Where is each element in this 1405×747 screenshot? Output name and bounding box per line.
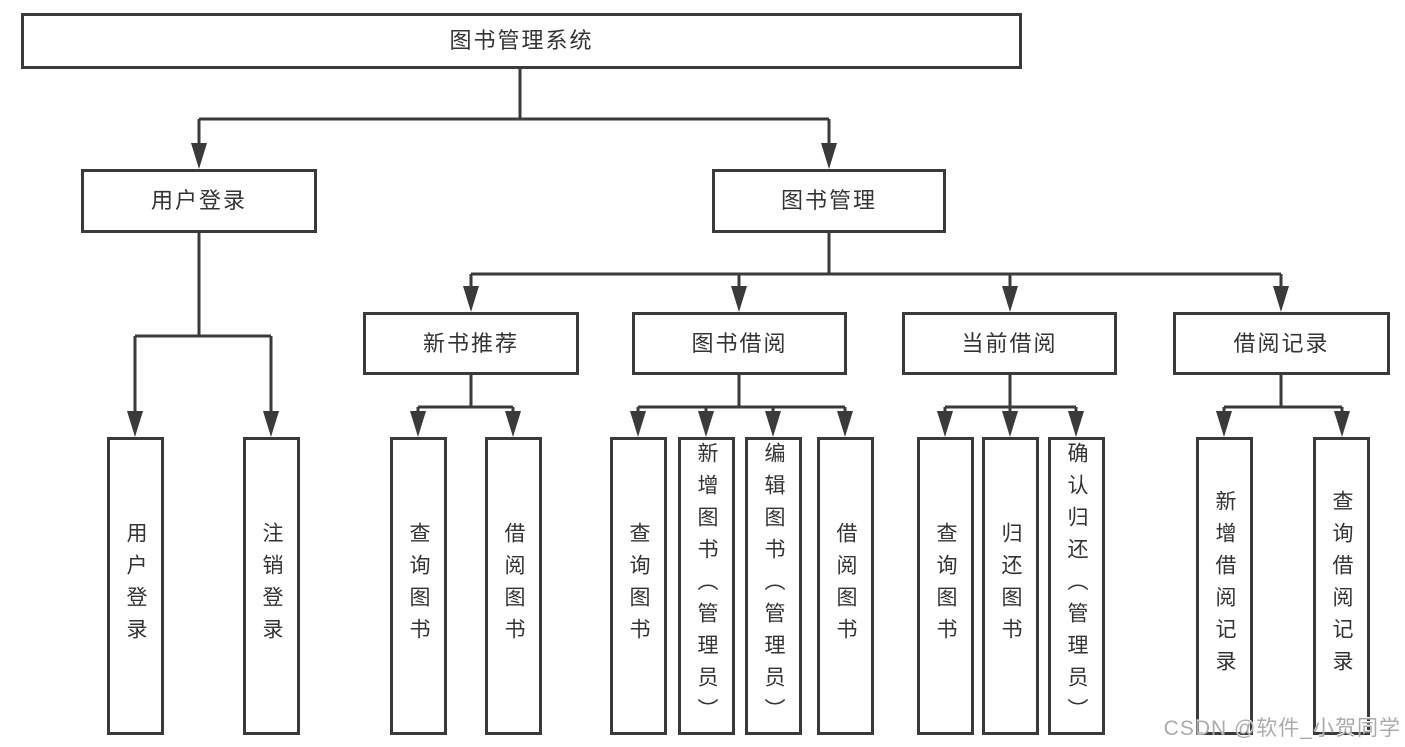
leaf-query-books-recommend: 查询图书	[390, 437, 447, 735]
leaf-borrow-books-recommend: 借阅图书	[485, 437, 542, 735]
connector-root-to-level2	[197, 69, 831, 148]
leaf-logout: 注销登录	[243, 437, 300, 735]
connector-book-borrow-branch	[636, 375, 847, 416]
node-book-borrowing: 图书借阅	[632, 312, 847, 375]
arrowheads	[127, 143, 1350, 437]
connector-user-login-branch	[133, 233, 273, 416]
node-book-management: 图书管理	[712, 169, 946, 233]
watermark: CSDN @软件_小贺同学	[1163, 717, 1401, 740]
node-user-login: 用户登录	[81, 169, 317, 233]
leaf-borrow-books: 借阅图书	[817, 437, 874, 735]
leaf-query-books-borrow: 查询图书	[610, 437, 667, 735]
leaf-query-books-current: 查询图书	[917, 437, 974, 735]
leaf-confirm-return-admin: 确认归还（管理员）	[1048, 437, 1105, 735]
connector-borrow-records-branch	[1222, 375, 1344, 416]
node-new-book-recommend: 新书推荐	[363, 312, 579, 375]
leaf-add-book-admin: 新增图书（管理员）	[678, 437, 735, 735]
leaf-return-books: 归还图书	[982, 437, 1039, 735]
node-library-system: 图书管理系统	[21, 13, 1022, 69]
connector-new-book-branch	[416, 375, 515, 416]
leaf-add-borrow-record: 新增借阅记录	[1196, 437, 1253, 735]
leaf-query-borrow-record: 查询借阅记录	[1313, 437, 1370, 735]
connector-book-management-branch	[469, 233, 1283, 291]
node-borrowing-records: 借阅记录	[1173, 312, 1390, 375]
connector-current-borrow-branch	[943, 375, 1078, 416]
leaf-user-login: 用户登录	[107, 437, 164, 735]
node-current-borrowing: 当前借阅	[902, 312, 1117, 375]
leaf-edit-book-admin: 编辑图书（管理员）	[745, 437, 802, 735]
